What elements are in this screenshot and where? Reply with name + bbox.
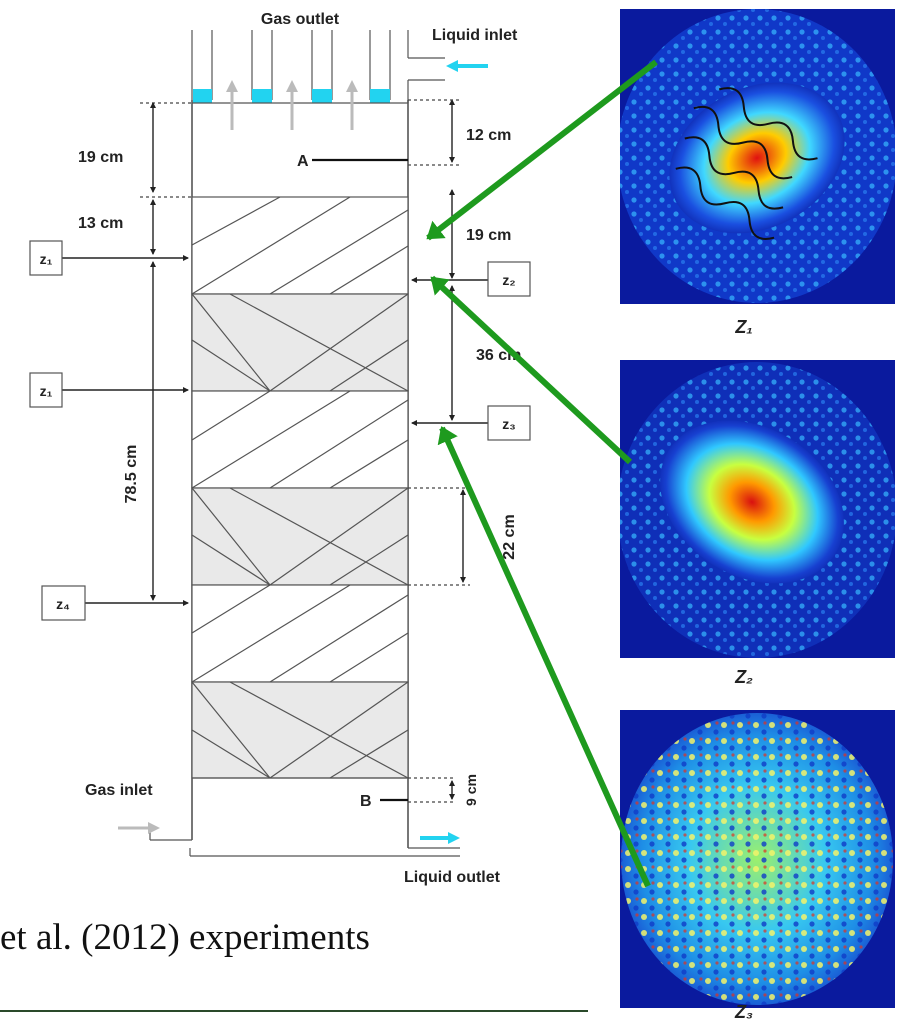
heatmap-z3 xyxy=(620,710,895,1008)
point-b-label: B xyxy=(360,793,372,810)
svg-text:z₁: z₁ xyxy=(40,251,53,267)
dim-13cm: 13 cm xyxy=(78,215,123,232)
liquid-outlet-label: Liquid outlet xyxy=(404,869,501,886)
dim-9cm: 9 cm xyxy=(463,774,479,806)
svg-text:z₄: z₄ xyxy=(56,596,70,612)
sensor-box-left-mid: z₁ xyxy=(29,372,63,408)
heatmap-z2-label: Z₂ xyxy=(734,667,753,687)
point-a-label: A xyxy=(297,153,309,170)
liquid-layer xyxy=(140,89,408,104)
caption: et al. (2012) experiments xyxy=(0,917,370,958)
liquid-inlet-label: Liquid inlet xyxy=(432,27,518,44)
packing xyxy=(191,196,409,779)
arrow-z3 xyxy=(437,426,651,888)
heatmap-z3-label: Z₃ xyxy=(734,1002,753,1022)
sensor-leaders xyxy=(62,255,488,606)
gas-outlet-label: Gas outlet xyxy=(261,11,340,28)
sensor-box-left-bottom: z₄ xyxy=(41,585,86,621)
heatmap-z2 xyxy=(620,360,895,658)
heatmap-z1-label: Z₁ xyxy=(734,317,752,337)
dimension-lines xyxy=(140,99,470,803)
gas-inlet-label: Gas inlet xyxy=(85,782,153,799)
sensor-box-right-top: z₂ xyxy=(487,261,531,297)
dim-19cm-right: 19 cm xyxy=(466,227,511,244)
liquid-inlet-arrow xyxy=(407,60,488,103)
dim-22cm: 22 cm xyxy=(501,514,518,559)
bottom-section xyxy=(118,777,460,857)
svg-text:z₃: z₃ xyxy=(502,416,515,432)
sensor-box-right-mid: z₃ xyxy=(487,405,531,441)
green-arrows xyxy=(426,59,658,888)
arrow-z1 xyxy=(426,59,658,241)
dim-12cm: 12 cm xyxy=(466,127,511,144)
dim-19cm-left: 19 cm xyxy=(78,149,123,166)
column xyxy=(118,30,488,857)
sensor-box-left-top: z₁ xyxy=(29,240,63,276)
svg-text:z₁: z₁ xyxy=(40,383,53,399)
outlet-pipes xyxy=(191,30,445,100)
dim-78-5cm: 78.5 cm xyxy=(123,445,140,504)
arrow-z2 xyxy=(429,275,633,465)
heatmap-z1 xyxy=(620,9,895,304)
caption-underline xyxy=(0,1010,588,1012)
svg-text:z₂: z₂ xyxy=(502,272,515,288)
gas-flow-arrows xyxy=(226,80,358,130)
